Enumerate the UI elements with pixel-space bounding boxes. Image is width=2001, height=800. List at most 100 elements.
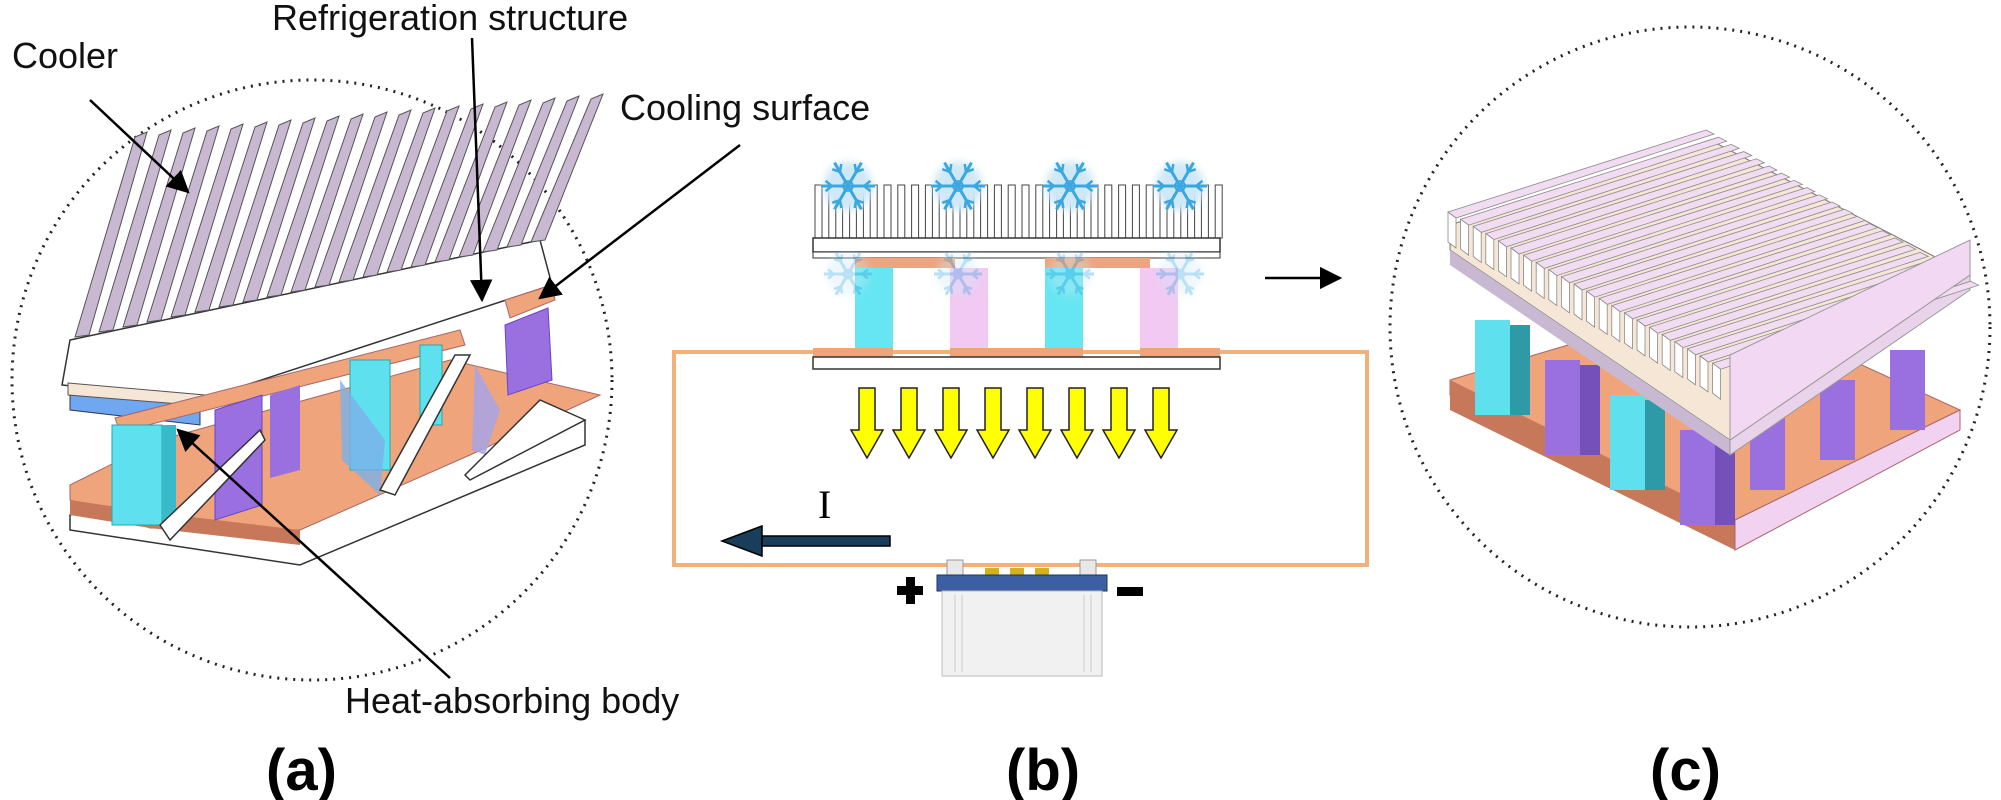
bottom-substrate-side bbox=[1734, 409, 1961, 551]
cooler-fin bbox=[458, 99, 532, 258]
cooler-fin-edge bbox=[1699, 355, 1709, 393]
p-leg-translucent bbox=[340, 380, 385, 495]
label-cooler: Cooler bbox=[12, 35, 118, 76]
p-leg bbox=[1680, 430, 1715, 525]
comb-tooth bbox=[1145, 184, 1154, 239]
panel-label-b: (b) bbox=[1006, 738, 1080, 800]
snowflake-icon bbox=[824, 252, 872, 296]
panel-a-boundary-circle bbox=[10, 78, 614, 682]
cooler-fin-edge bbox=[1447, 211, 1457, 249]
cooler-fin bbox=[146, 125, 220, 323]
cooler-fin bbox=[74, 131, 148, 338]
bottom-conductor bbox=[950, 348, 1083, 357]
comb-tooth bbox=[980, 184, 989, 239]
cooler-fin bbox=[98, 129, 172, 333]
comb-tooth bbox=[1035, 184, 1044, 239]
cooler-fin-edge bbox=[1561, 275, 1570, 314]
battery-negative-icon bbox=[1117, 587, 1143, 596]
top-substrate-edge bbox=[1450, 250, 1730, 455]
comb-tooth bbox=[814, 184, 823, 239]
panel-label-a: (a) bbox=[266, 738, 337, 800]
comb-tooth bbox=[897, 184, 906, 239]
n-leg bbox=[1610, 395, 1645, 490]
cooler-fin-edge bbox=[1498, 240, 1507, 278]
n-leg bbox=[111, 424, 163, 526]
top-conductor bbox=[855, 258, 955, 268]
comb-tooth bbox=[883, 184, 892, 239]
comb-tooth bbox=[1021, 184, 1030, 239]
label-cooling-surface: Cooling surface bbox=[620, 87, 870, 128]
cooler-fin bbox=[506, 95, 580, 248]
n-leg bbox=[1475, 320, 1510, 415]
cooler-fin-edge bbox=[1535, 261, 1545, 300]
cooler-fin-edge bbox=[1460, 218, 1469, 256]
cooler-fin-edge bbox=[1510, 247, 1520, 285]
cooler-fin bbox=[266, 115, 340, 298]
snowflake-icon bbox=[821, 161, 875, 211]
snowflake-icon bbox=[1156, 252, 1204, 296]
bottom-conductor bbox=[1140, 348, 1220, 357]
battery-positive-icon bbox=[897, 577, 923, 604]
comb-tooth bbox=[924, 184, 933, 239]
cooler-fin-edge bbox=[1611, 304, 1621, 343]
n-leg-side bbox=[1645, 400, 1665, 490]
leader-line-cooler bbox=[89, 99, 190, 194]
label-heat-absorbing-body: Heat-absorbing body bbox=[345, 680, 679, 721]
arrow-down-icon bbox=[1101, 387, 1137, 460]
top-conductor bbox=[1045, 258, 1150, 268]
cooler-fin-edge bbox=[1661, 333, 1671, 372]
cooler-fin bbox=[242, 117, 316, 303]
panel-b-circuit-schematic: I bbox=[672, 161, 1369, 677]
current-label: I bbox=[818, 482, 831, 527]
cooler-fin bbox=[194, 121, 268, 313]
p-leg bbox=[1890, 350, 1925, 430]
leader-line-cooling-surface bbox=[538, 144, 741, 300]
snowflake-icon bbox=[934, 252, 982, 296]
comb-tooth bbox=[1118, 184, 1127, 239]
battery-icon bbox=[936, 559, 1108, 677]
cooler-fin bbox=[482, 97, 556, 253]
bottom-substrate-edge bbox=[1450, 380, 1735, 550]
cooler-fin bbox=[386, 105, 460, 273]
top-ceramic-plate bbox=[812, 237, 1221, 253]
leader-line-heat-absorbing-body bbox=[176, 428, 451, 679]
comb-tooth bbox=[1007, 184, 1016, 239]
comb-tooth bbox=[993, 184, 1002, 239]
snowflake-icon bbox=[1153, 161, 1207, 211]
bottom-ceramic-plate bbox=[812, 356, 1221, 370]
cooler-fin-edge bbox=[1712, 362, 1721, 401]
cooler-fins bbox=[74, 93, 604, 338]
cooler-fin-edge bbox=[1586, 290, 1595, 329]
n-leg-side bbox=[162, 425, 176, 520]
p-leg-translucent bbox=[472, 365, 500, 455]
p-leg-side bbox=[1580, 365, 1600, 455]
snowflake-group bbox=[821, 161, 1207, 296]
current-arrow-icon bbox=[719, 524, 891, 558]
n-leg-side bbox=[1510, 325, 1530, 415]
panel-a-leader-lines bbox=[89, 37, 741, 679]
bottom-conductor bbox=[813, 348, 893, 357]
arrow-down-icon bbox=[933, 387, 969, 460]
p-leg bbox=[1545, 360, 1580, 455]
arrow-down-icon bbox=[1059, 387, 1095, 460]
comb-tooth bbox=[1214, 184, 1223, 239]
cooler-fin-edge bbox=[1674, 340, 1684, 379]
cooler-fin bbox=[170, 123, 244, 318]
cooler-fin-edge bbox=[1687, 347, 1696, 386]
partition-wall bbox=[378, 354, 472, 496]
p-leg bbox=[270, 385, 300, 478]
circuit-wire bbox=[672, 350, 1369, 567]
cooler-fin bbox=[530, 93, 604, 243]
comb-tooth bbox=[911, 184, 920, 239]
comb-tooth bbox=[1104, 184, 1113, 239]
leader-line-refrigeration-structure bbox=[469, 37, 493, 303]
cooler-fin bbox=[218, 119, 292, 308]
arrow-down-icon bbox=[891, 387, 927, 460]
label-refrigeration-structure: Refrigeration structure bbox=[272, 0, 628, 38]
p-leg bbox=[1820, 380, 1855, 460]
cooler-fin-edge bbox=[1485, 232, 1495, 271]
cooler-fin-edge bbox=[1573, 283, 1583, 321]
arrow-down-icon bbox=[1017, 387, 1053, 460]
cooler-fin-edge bbox=[1649, 326, 1658, 365]
